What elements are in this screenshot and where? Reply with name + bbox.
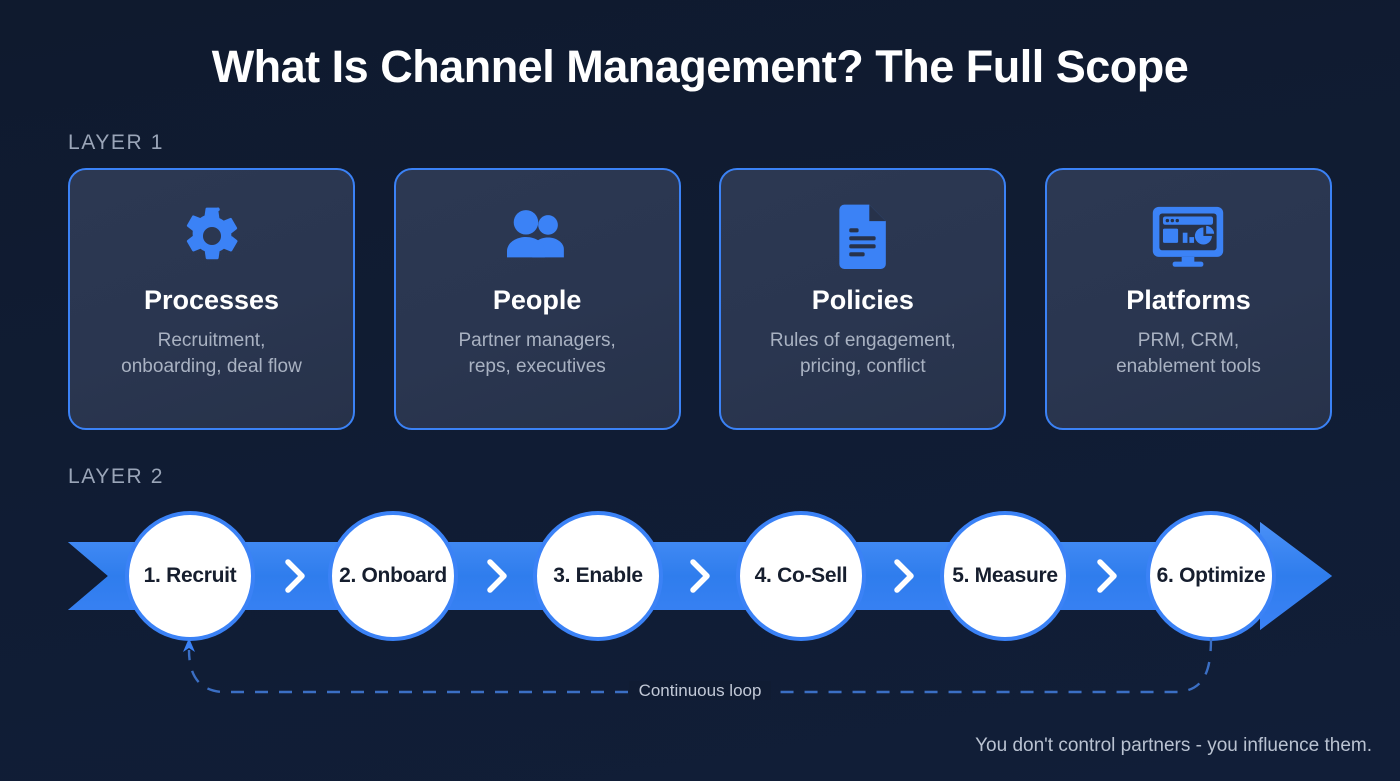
step-label: 5. Measure bbox=[952, 564, 1058, 587]
step-circle-3[interactable]: 3. Enable bbox=[533, 511, 663, 641]
step-circle-2[interactable]: 2. Onboard bbox=[328, 511, 458, 641]
card-title: Policies bbox=[811, 285, 914, 315]
card-description: Partner managers, reps, executives bbox=[458, 329, 616, 377]
monitor-dashboard-icon bbox=[1149, 200, 1227, 272]
step-label: 2. Onboard bbox=[339, 564, 447, 587]
step-circle-5[interactable]: 5. Measure bbox=[940, 511, 1070, 641]
step-label: 4. Co-Sell bbox=[754, 564, 848, 587]
document-icon bbox=[835, 200, 891, 272]
step-label: 3. Enable bbox=[553, 564, 643, 587]
card-title: Platforms bbox=[1126, 285, 1251, 315]
process-flow: 1. Recruit 2. Onboard 3. Enable 4. Co-Se… bbox=[0, 496, 1400, 666]
footer-note: You don't control partners - you influen… bbox=[975, 735, 1372, 756]
card-description: Recruitment, onboarding, deal flow bbox=[121, 329, 302, 377]
card-description: Rules of engagement, pricing, conflict bbox=[769, 329, 956, 377]
loop-arrowhead-icon bbox=[183, 638, 195, 652]
step-label: 1. Recruit bbox=[143, 564, 237, 587]
step-circle-1[interactable]: 1. Recruit bbox=[125, 511, 255, 641]
card-title: Processes bbox=[143, 285, 280, 315]
gear-icon bbox=[181, 200, 243, 272]
card-description: PRM, CRM, enablement tools bbox=[1116, 329, 1261, 377]
people-icon bbox=[501, 200, 573, 272]
layer-1-card-row: Processes Recruitment, onboarding, deal … bbox=[68, 168, 1332, 430]
step-circle-4[interactable]: 4. Co-Sell bbox=[736, 511, 866, 641]
card-policies[interactable]: Policies Rules of engagement, pricing, c… bbox=[719, 168, 1007, 430]
page-title: What Is Channel Management? The Full Sco… bbox=[211, 41, 1189, 92]
card-people[interactable]: People Partner managers, reps, executive… bbox=[393, 168, 681, 430]
card-platforms[interactable]: Platforms PRM, CRM, enablement tools bbox=[1044, 168, 1332, 430]
step-circle-6[interactable]: 6. Optimize bbox=[1146, 511, 1276, 641]
card-processes[interactable]: Processes Recruitment, onboarding, deal … bbox=[68, 168, 355, 430]
continuous-loop-path bbox=[183, 637, 1213, 694]
layer-2-label: LAYER 2 bbox=[68, 465, 165, 488]
step-label: 6. Optimize bbox=[1156, 564, 1266, 587]
layer-1-label: LAYER 1 bbox=[68, 131, 165, 154]
card-title: People bbox=[492, 285, 582, 315]
continuous-loop-label: Continuous loop bbox=[0, 681, 1400, 701]
